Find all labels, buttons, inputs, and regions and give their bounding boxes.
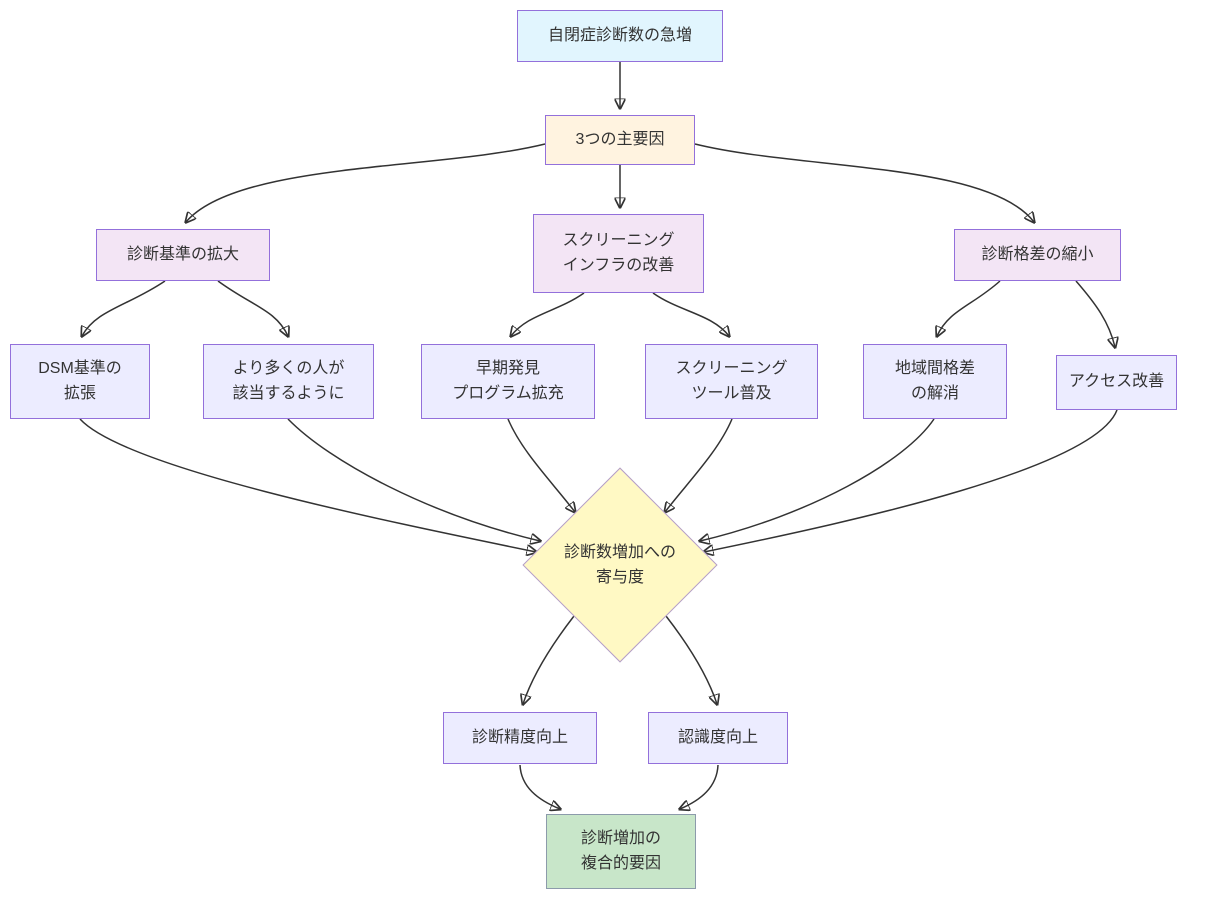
edge-awareness-combined xyxy=(680,764,719,809)
edge-regional-contribution xyxy=(700,418,935,541)
node-screening-infrastructure-label: スクリーニング インフラの改善 xyxy=(562,231,675,274)
edge-disparity-access xyxy=(1075,280,1115,347)
edge-factors-disparity xyxy=(694,143,1034,222)
edge-contribution-awareness xyxy=(665,615,717,704)
node-awareness-improvement-label: 認識度向上 xyxy=(677,728,758,746)
node-combined-factors-label: 診断増加の 複合的要因 xyxy=(580,829,661,872)
node-autism-diagnosis-surge: 自閉症診断数の急増 xyxy=(517,10,723,62)
node-diagnostic-accuracy-improvement: 診断精度向上 xyxy=(443,712,597,764)
node-screening-infrastructure: スクリーニング インフラの改善 xyxy=(533,214,704,293)
node-access-improvement-label: アクセス改善 xyxy=(1068,373,1165,391)
edge-more-contribution xyxy=(287,418,540,541)
edge-dsm-contribution xyxy=(79,418,536,552)
edge-access-contribution xyxy=(704,409,1118,552)
node-contribution-degree-label: 診断数増加への 寄与度 xyxy=(563,544,676,586)
edge-accuracy-combined xyxy=(519,764,560,809)
node-dsm-criteria-expansion-label: DSM基準の 拡張 xyxy=(38,359,122,402)
node-more-people-qualify: より多くの人が 該当するように xyxy=(203,344,374,419)
edge-tools-contribution xyxy=(665,418,733,512)
node-diagnostic-criteria-expansion-label: 診断基準の拡大 xyxy=(126,245,239,263)
node-diagnostic-disparity-reduction-label: 診断格差の縮小 xyxy=(981,245,1094,263)
edge-disparity-regional xyxy=(937,280,1001,336)
edge-criteria-more xyxy=(217,280,288,336)
node-dsm-criteria-expansion: DSM基準の 拡張 xyxy=(10,344,150,419)
node-early-detection-programs: 早期発見 プログラム拡充 xyxy=(421,344,595,419)
node-diagnostic-disparity-reduction: 診断格差の縮小 xyxy=(954,229,1121,281)
edge-infra-early xyxy=(511,292,585,336)
node-three-main-factors: 3つの主要因 xyxy=(545,115,695,165)
node-access-improvement: アクセス改善 xyxy=(1056,355,1177,410)
edge-early-contribution xyxy=(507,418,575,512)
edge-infra-tools xyxy=(652,292,729,336)
node-early-detection-programs-label: 早期発見 プログラム拡充 xyxy=(452,359,564,402)
node-combined-factors: 診断増加の 複合的要因 xyxy=(546,814,696,889)
edge-contribution-accuracy xyxy=(523,615,575,704)
node-three-main-factors-label: 3つの主要因 xyxy=(575,130,665,148)
node-awareness-improvement: 認識度向上 xyxy=(648,712,788,764)
edge-criteria-dsm xyxy=(82,280,166,336)
node-more-people-qualify-label: より多くの人が 該当するように xyxy=(232,359,345,402)
node-autism-diagnosis-surge-label: 自閉症診断数の急増 xyxy=(547,26,692,44)
node-regional-disparity-resolution: 地域間格差 の解消 xyxy=(863,344,1007,419)
node-regional-disparity-resolution-label: 地域間格差 の解消 xyxy=(894,359,975,402)
edge-factors-criteria xyxy=(186,143,546,222)
node-screening-tools-spread-label: スクリーニング ツール普及 xyxy=(675,359,788,402)
node-contribution-degree: 診断数増加への 寄与度 xyxy=(530,538,710,594)
node-diagnostic-criteria-expansion: 診断基準の拡大 xyxy=(96,229,270,281)
node-diagnostic-accuracy-improvement-label: 診断精度向上 xyxy=(471,728,568,746)
node-screening-tools-spread: スクリーニング ツール普及 xyxy=(645,344,818,419)
